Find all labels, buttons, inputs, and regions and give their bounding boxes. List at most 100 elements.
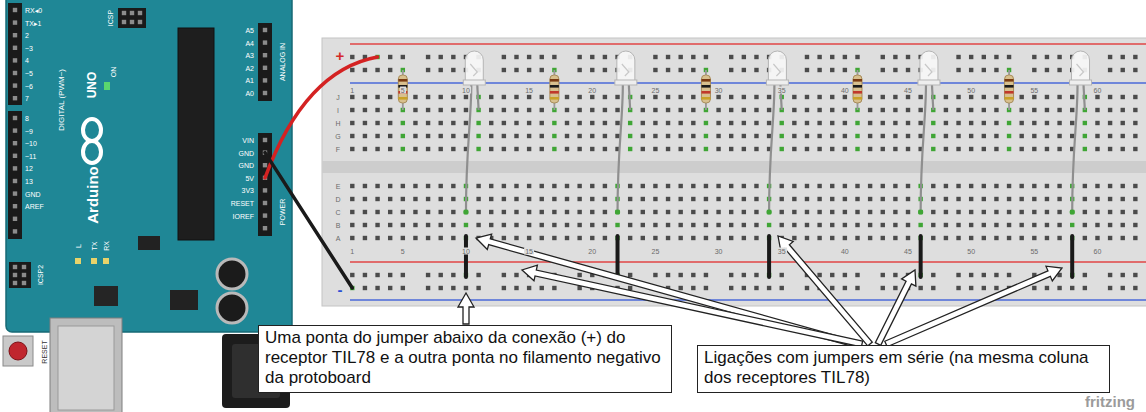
jumper-wire	[616, 236, 620, 277]
breadboard-hole	[716, 184, 720, 188]
breadboard-hole	[843, 108, 847, 112]
breadboard-hole	[514, 55, 518, 59]
breadboard-hole	[691, 210, 695, 214]
breadboard-hole	[969, 95, 973, 99]
breadboard-hole	[944, 134, 948, 138]
ground-wire	[265, 153, 352, 288]
breadboard-hole	[388, 95, 392, 99]
header-pin	[13, 217, 17, 221]
breadboard-hole	[1019, 147, 1023, 151]
breadboard-hole	[426, 55, 430, 59]
header-pin	[130, 11, 134, 15]
breadboard-hole	[678, 286, 682, 290]
breadboard-hole	[641, 197, 645, 201]
breadboard-hole	[388, 286, 392, 290]
breadboard-hole	[565, 147, 569, 151]
breadboard-hole	[843, 68, 847, 72]
breadboard-hole	[413, 147, 417, 151]
breadboard-hole	[893, 223, 897, 227]
breadboard-hole	[388, 197, 392, 201]
breadboard-hole	[944, 210, 948, 214]
breadboard-hole	[565, 108, 569, 112]
column-number: 5	[400, 87, 406, 94]
breadboard-hole	[906, 223, 910, 227]
breadboard-hole	[350, 68, 354, 72]
header-pin	[263, 188, 267, 192]
rail-line	[350, 261, 1146, 263]
breadboard-hole	[931, 223, 935, 227]
header-pin	[13, 281, 17, 285]
breadboard-hole	[855, 134, 859, 138]
breadboard-hole	[540, 95, 544, 99]
breadboard-hole	[350, 223, 354, 227]
breadboard-hole	[1032, 68, 1036, 72]
breadboard-hole	[893, 286, 897, 290]
column-number: 1	[349, 87, 355, 94]
breadboard-hole	[931, 184, 935, 188]
breadboard-hole	[1095, 121, 1099, 125]
header-pin	[138, 20, 142, 24]
column-number: 55	[1029, 87, 1039, 94]
breadboard-hole	[1057, 147, 1061, 151]
pin-label: ~10	[25, 140, 37, 147]
receiver-til78	[768, 51, 786, 84]
breadboard-hole	[982, 273, 986, 277]
breadboard-hole	[552, 184, 556, 188]
breadboard-hole	[451, 95, 455, 99]
smd-chip	[138, 236, 160, 250]
reset-button-base	[3, 336, 33, 366]
pin-label: A0	[245, 90, 254, 97]
breadboard-hole	[615, 134, 619, 138]
breadboard-hole	[780, 273, 784, 277]
breadboard-hole	[552, 210, 556, 214]
breadboard-hole	[792, 121, 796, 125]
breadboard-hole	[678, 223, 682, 227]
breadboard-hole	[641, 121, 645, 125]
breadboard-hole	[881, 197, 885, 201]
breadboard-hole	[754, 108, 758, 112]
breadboard-hole	[577, 273, 581, 277]
button-label: RESET	[41, 340, 48, 363]
breadboard-hole	[527, 184, 531, 188]
resistor-band	[701, 91, 710, 94]
breadboard-hole	[704, 121, 708, 125]
breadboard-hole	[577, 147, 581, 151]
breadboard-hole	[439, 108, 443, 112]
breadboard-hole	[969, 197, 973, 201]
breadboard-hole	[969, 273, 973, 277]
breadboard-hole	[577, 55, 581, 59]
breadboard-hole	[666, 184, 670, 188]
breadboard-hole	[843, 286, 847, 290]
breadboard-hole	[426, 184, 430, 188]
breadboard-hole	[1133, 223, 1137, 227]
header-pin	[13, 141, 17, 145]
row-letter: C	[334, 209, 341, 216]
breadboard-hole	[956, 121, 960, 125]
breadboard-hole	[439, 223, 443, 227]
breadboard-hole	[1057, 286, 1061, 290]
pin-label: ~5	[25, 70, 33, 77]
breadboard-hole	[994, 147, 998, 151]
breadboard-hole	[1121, 210, 1125, 214]
breadboard-hole	[653, 95, 657, 99]
breadboard-hole	[590, 95, 594, 99]
breadboard-hole	[868, 210, 872, 214]
breadboard-hole	[716, 134, 720, 138]
header-pin	[13, 204, 17, 208]
breadboard-hole	[767, 134, 771, 138]
breadboard-hole	[906, 121, 910, 125]
breadboard-hole	[577, 68, 581, 72]
breadboard-hole	[615, 95, 619, 99]
led-label: TX	[91, 242, 98, 251]
breadboard-hole	[552, 121, 556, 125]
breadboard-hole	[476, 134, 480, 138]
breadboard-hole	[401, 223, 405, 227]
breadboard-hole	[540, 197, 544, 201]
header-pin	[13, 96, 17, 100]
pin-label: 12	[25, 165, 33, 172]
breadboard-hole	[1057, 55, 1061, 59]
breadboard-hole	[401, 286, 405, 290]
breadboard-hole	[439, 184, 443, 188]
breadboard-hole	[969, 184, 973, 188]
breadboard-hole	[931, 147, 935, 151]
